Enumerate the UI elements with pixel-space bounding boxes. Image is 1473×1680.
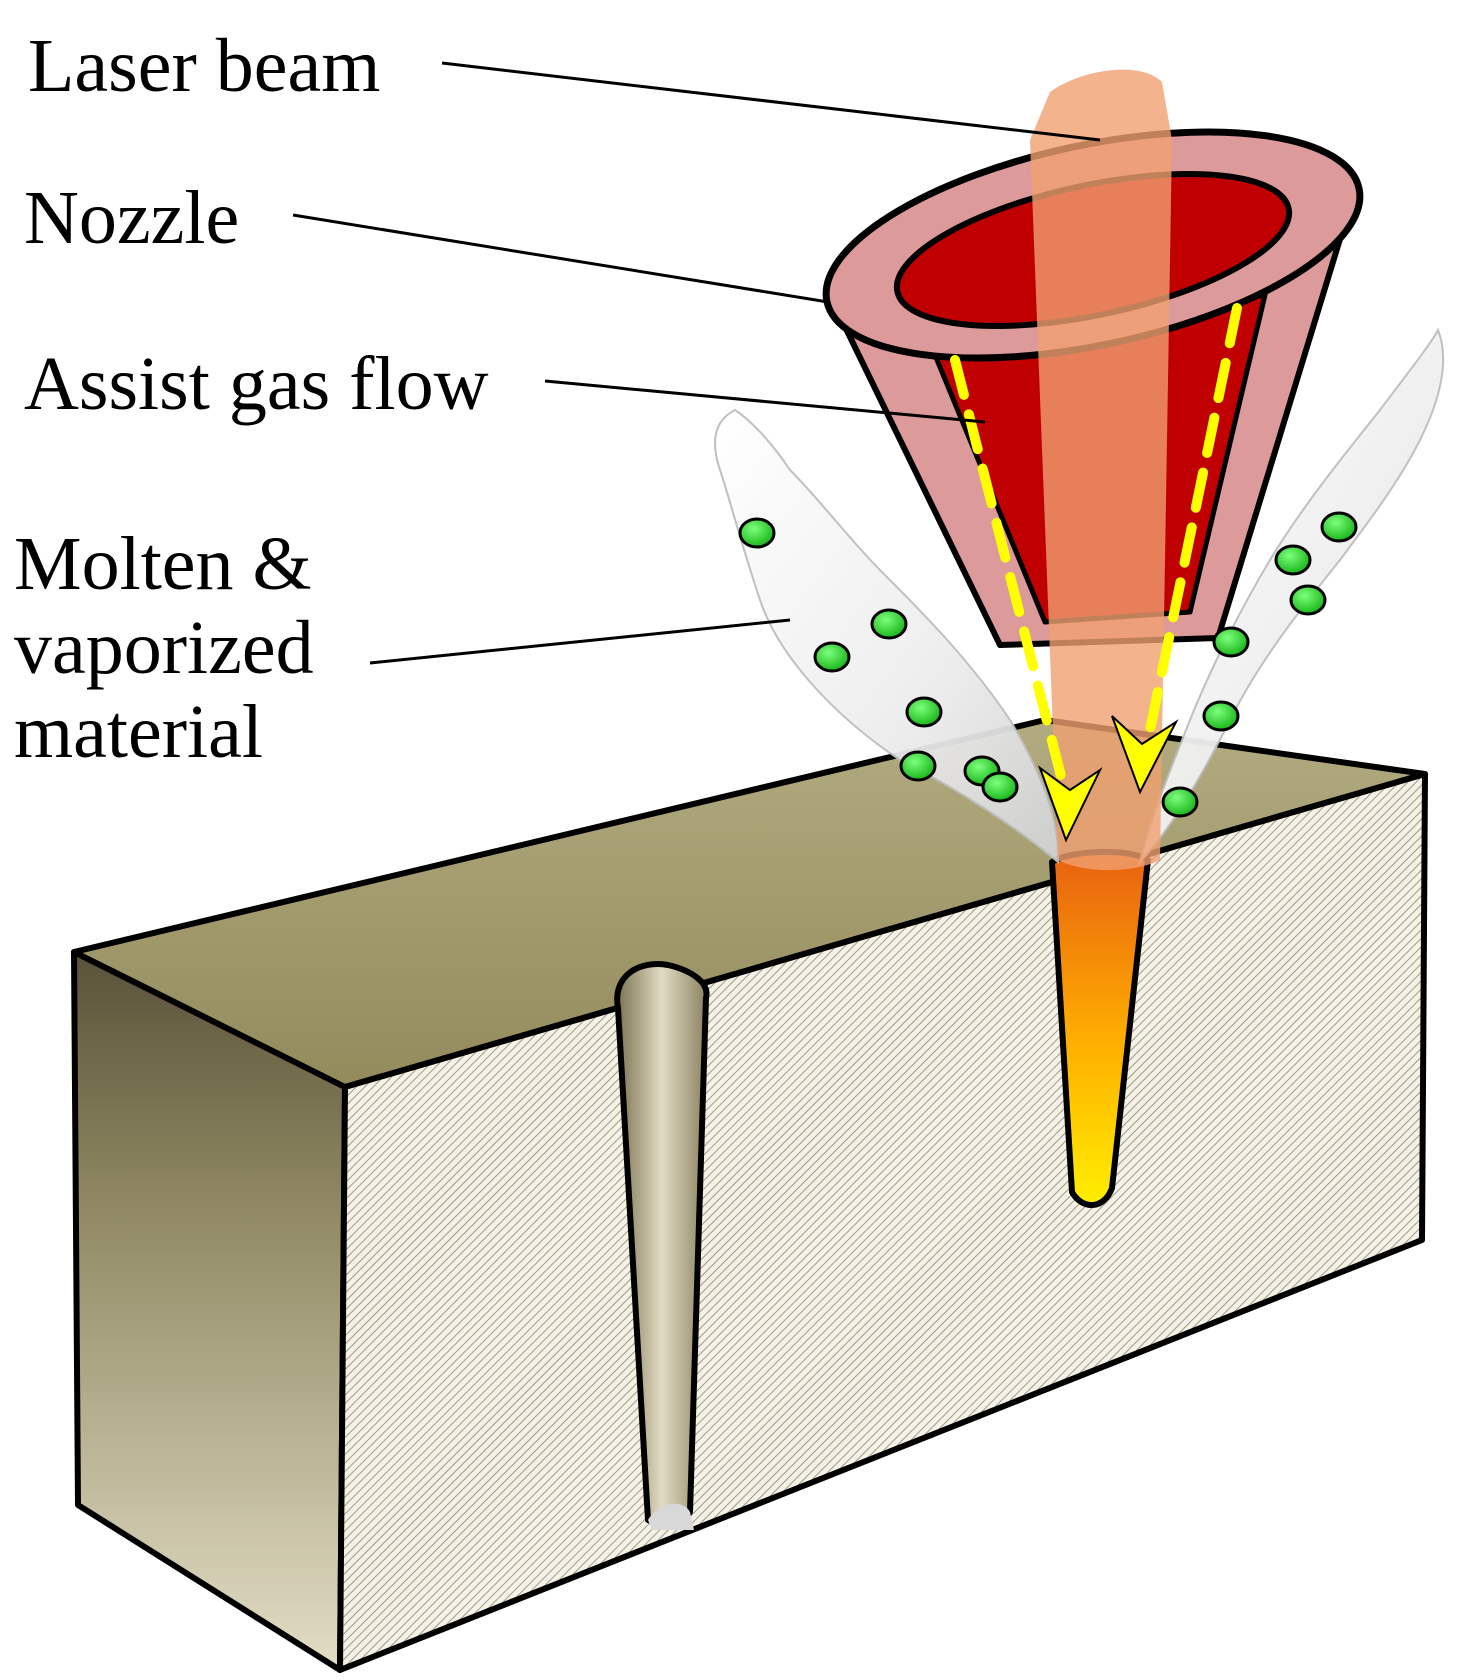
laser-beam	[1030, 69, 1172, 871]
leader-nozzle	[292, 213, 829, 304]
label-laser-beam: Laser beam	[28, 24, 381, 108]
gas-arrow-right-head	[1111, 715, 1179, 795]
particle	[981, 771, 1019, 803]
leader-laser-beam	[441, 61, 1101, 142]
particle	[1202, 700, 1240, 732]
label-molten-vaporized-material: Molten & vaporized material	[14, 522, 314, 774]
particle	[870, 608, 908, 640]
particle	[899, 750, 937, 782]
leader-lines	[292, 61, 1101, 665]
particle	[1212, 626, 1250, 658]
particle	[1161, 786, 1199, 818]
gas-arrow-left-head	[1037, 765, 1103, 843]
gas-arrow-left-shaft	[950, 355, 1067, 785]
label-assist-gas-flow: Assist gas flow	[24, 342, 489, 426]
gas-arrow-right-shaft	[1145, 303, 1242, 735]
particle	[1320, 511, 1358, 543]
particle	[813, 641, 851, 673]
particle	[738, 517, 776, 549]
ejected-particles	[738, 511, 1358, 818]
label-molten-line-3: material	[14, 690, 263, 774]
leader-molten-material	[369, 618, 791, 665]
label-nozzle: Nozzle	[24, 176, 240, 260]
label-molten-line-2: vaporized	[14, 606, 314, 690]
particle	[905, 696, 943, 728]
nozzle	[822, 128, 1364, 648]
workpiece	[71, 717, 1428, 1673]
particle	[1274, 544, 1312, 576]
kerf-groove-bottom	[648, 1503, 694, 1530]
leader-assist-gas	[544, 379, 986, 424]
label-molten-line-1: Molten &	[14, 522, 312, 606]
assist-gas-arrows	[950, 303, 1242, 843]
particle	[1289, 584, 1327, 616]
